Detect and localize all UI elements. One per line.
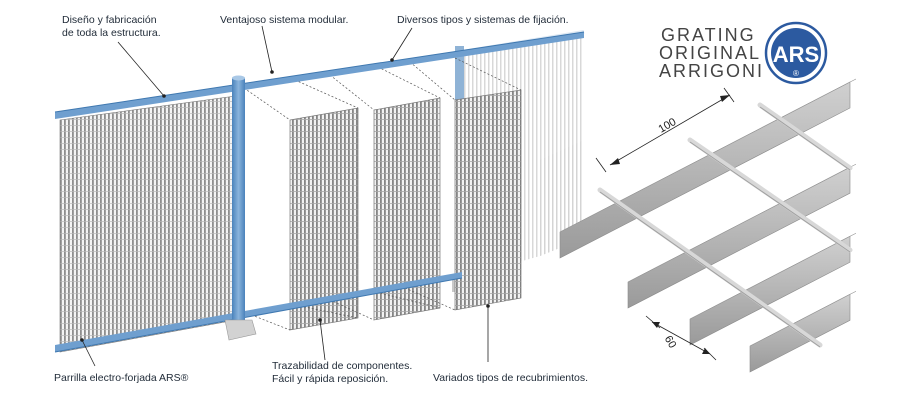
callout-traceability: Trazabilidad de componentes. Fácil y ráp… xyxy=(272,360,412,386)
removable-panel-1 xyxy=(289,107,359,331)
grating-detail: 100 60 xyxy=(559,78,857,373)
removable-panel-3 xyxy=(454,89,522,311)
dimension-arrows xyxy=(610,95,730,354)
callout-design: Diseño y fabricación de toda la estructu… xyxy=(62,14,161,40)
dimension-label-100: 100 xyxy=(656,116,678,136)
grating-cross-rod-3 xyxy=(757,102,853,171)
callout-modular: Ventajoso sistema modular. xyxy=(220,14,349,26)
bottom-rail xyxy=(54,272,463,353)
callout-leader-lines xyxy=(81,25,489,367)
callout-grating: Parrilla electro-forjada ARS® xyxy=(54,372,189,384)
callout-traceability-line2: Fácil y rápida reposición. xyxy=(272,373,389,385)
callout-dots xyxy=(80,58,490,342)
callout-traceability-line1: Trazabilidad de componentes. xyxy=(272,360,413,372)
grating-cross-rod-shade-3 xyxy=(759,106,851,171)
brand-line-arrigoni: ARRIGONI xyxy=(659,61,765,81)
grating-cross-rod-shade-2 xyxy=(689,141,851,253)
ars-logo-text: ARS xyxy=(773,42,819,67)
callout-design-line1: Diseño y fabricación xyxy=(62,14,157,26)
fence-mesh-panel-main xyxy=(59,95,237,353)
grating-bar-3 xyxy=(689,233,857,346)
ars-logo: ARS ® xyxy=(764,21,828,85)
callout-coatings: Variados tipos de recubrimientos. xyxy=(433,372,589,384)
grating-cross-rod-1 xyxy=(597,187,823,348)
brand-line-grating: GRATING xyxy=(661,25,756,45)
post-main xyxy=(224,75,257,341)
brand-line-original: ORIGINAL xyxy=(659,43,762,63)
modular-guide-lines xyxy=(243,57,522,331)
grating-cross-rod-2 xyxy=(687,137,853,253)
callout-fixing: Diversos tipos y sistemas de fijación. xyxy=(397,14,569,26)
grating-cross-rod-shade-1 xyxy=(599,191,821,348)
dimension-label-60: 60 xyxy=(662,334,679,351)
top-rail xyxy=(54,31,585,119)
ars-registered-mark: ® xyxy=(793,69,799,78)
callout-design-line2: de toda la estructura. xyxy=(62,27,161,39)
grating-bar-1 xyxy=(559,78,857,259)
